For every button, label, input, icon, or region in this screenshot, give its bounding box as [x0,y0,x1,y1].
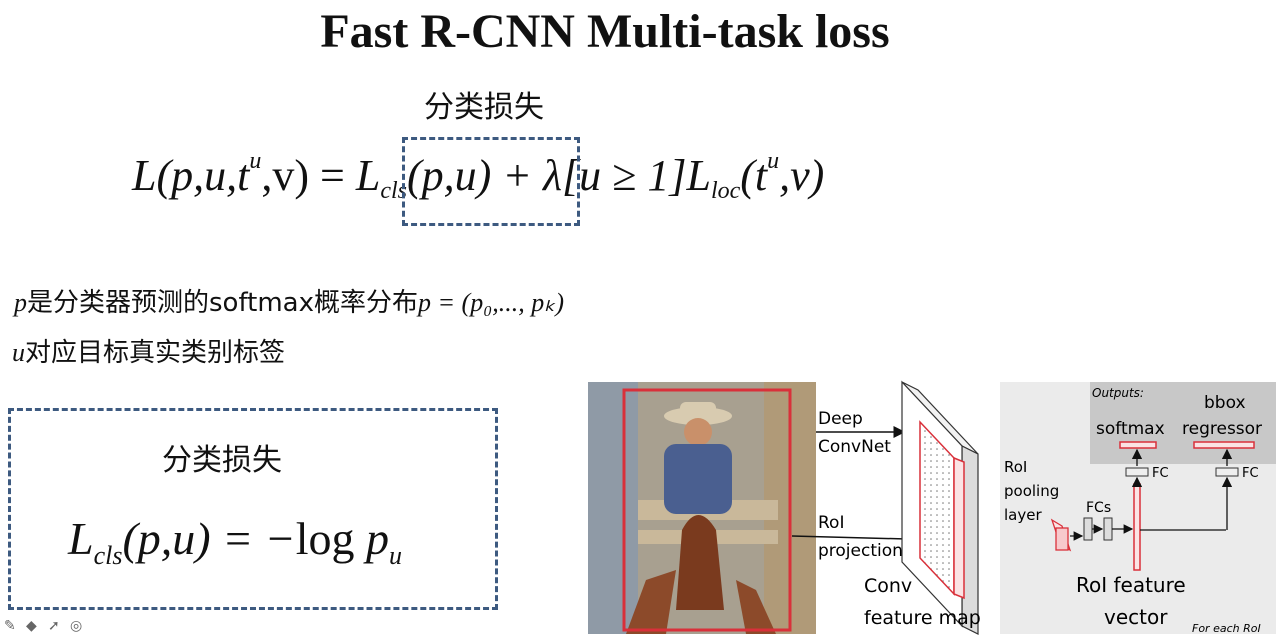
fcs-block-2 [1103,517,1113,541]
eq-loc-sub: loc [710,178,741,204]
desc-p-line: p是分类器预测的softmax概率分布p = (p₀,..., pₖ) [14,282,564,319]
desc-p-formula: p = (p₀,..., pₖ) [418,288,564,317]
shirt-shape [664,444,732,514]
box-eq-lhs: L [68,513,94,564]
roi-feature-vector-bar [1133,483,1141,571]
slide-title: Fast R-CNN Multi-task loss [320,5,890,58]
cls-loss-equation: Lcls(p,u) = −log pu [68,512,402,571]
fc-bbox-label: FC [1242,466,1259,481]
multitask-loss-equation: L(p,u,tu,v) = Lcls(p,u) + λ[u ≥ 1]Lloc(t… [132,148,824,205]
roi-proj-label-2: projection [818,541,903,561]
eq-lhs: L(p,u,t [132,151,250,200]
fcs-block-1 [1083,517,1093,541]
bbox-output-bar [1193,441,1255,449]
eq-loc-end: ,v) [779,151,825,200]
bbox-label: bbox [1204,393,1246,413]
regressor-label: regressor [1182,419,1262,439]
roi-pool-label-2: pooling [1004,482,1059,500]
eq-cls-args: (p,u) [406,151,492,200]
cls-loss-box-label: 分类损失 [162,443,282,478]
conv-label: Conv [864,575,912,597]
fc-softmax-block [1125,467,1149,477]
input-image [588,382,816,634]
presentation-toolbar: ✎ ◆ ➚ ◎ [0,618,100,638]
box-eq-p-sub: u [388,541,402,570]
eq-cls: L [355,151,381,200]
desc-u-var: u [12,338,25,367]
convnet-label: ConvNet [818,437,891,457]
eq-loc: L [686,151,711,200]
outputs-panel [1090,382,1276,464]
conv-feature-map [901,380,979,635]
desc-u-text: 对应目标真实类别标签 [25,338,286,368]
box-eq-p: p [354,513,389,564]
fast-rcnn-architecture-diagram: Deep ConvNet RoI projection Conv feature… [588,380,1276,635]
pen-icon[interactable]: ✎ [4,618,16,634]
desc-p-var: p [14,288,27,317]
target-icon[interactable]: ◎ [70,618,83,634]
vector-label: vector [1104,605,1168,629]
box-eq-args: (p,u) = − [122,513,296,564]
eq-loc-args: (t [740,151,768,200]
cls-term-highlight-box [402,137,580,226]
eq-plus: + λ[u ≥ 1] [491,151,687,200]
cls-loss-label-top: 分类损失 [424,90,544,125]
desc-p-text: 是分类器预测的softmax概率分布 [27,288,418,318]
box-eq-lhs-sub: cls [93,541,123,570]
roi-pool-label-1: RoI [1004,458,1027,476]
eq-lhs-sup: u [249,148,262,174]
fc-softmax-label: FC [1152,466,1169,481]
feature-map-label: feature map [864,607,981,629]
eq-loc-sup: u [767,148,780,174]
fcs-label: FCs [1086,500,1111,516]
desc-u-line: u对应目标真实类别标签 [12,332,285,369]
box-eq-log: log [295,513,355,564]
softmax-label: softmax [1096,419,1165,439]
pointer-icon[interactable]: ➚ [48,618,60,634]
eq-lhs-end: ,v) = [261,151,356,200]
fc-bbox-block [1215,467,1239,477]
roi-feature-label: RoI feature [1076,573,1186,597]
cls-loss-box [8,408,498,610]
deep-label: Deep [818,409,863,429]
horse-shape [676,515,724,610]
softmax-output-bar [1119,441,1157,449]
roi-box [622,388,792,632]
outputs-label: Outputs: [1092,386,1144,400]
roi-proj-label-1: RoI [818,513,844,533]
roi-pool-label-3: layer [1004,506,1042,524]
eraser-icon[interactable]: ◆ [26,618,37,634]
for-each-roi-label: For each RoI [1192,622,1261,635]
